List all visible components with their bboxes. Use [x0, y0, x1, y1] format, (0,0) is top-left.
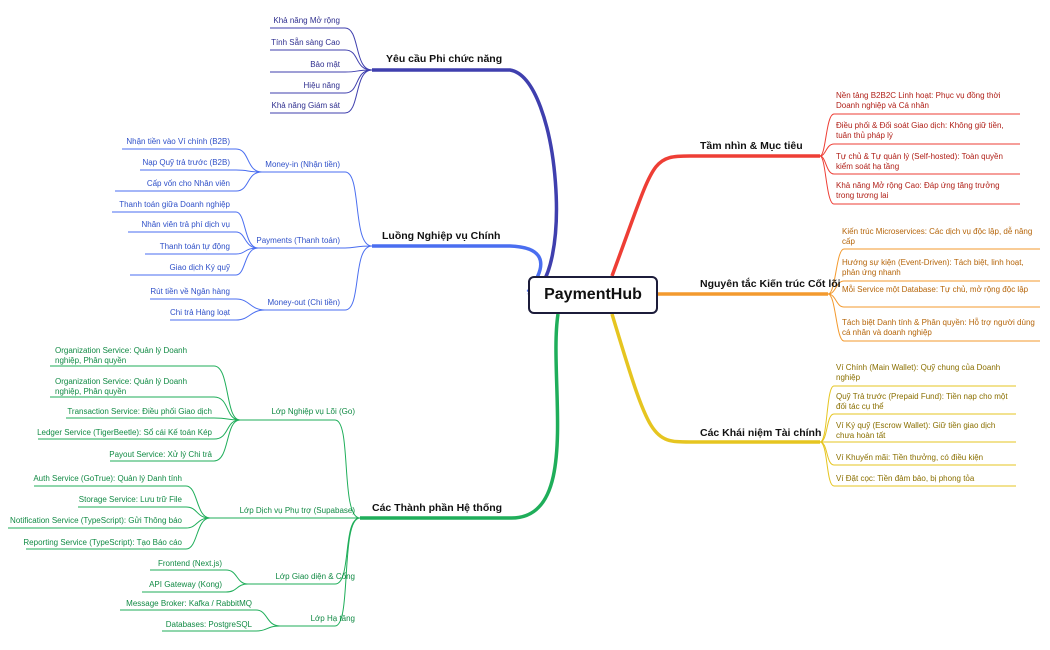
architecture-item[interactable]: Kiến trúc Microservices: Các dịch vụ độc…: [842, 227, 1033, 246]
nonfunctional-item[interactable]: Tính Sẵn sàng Cao: [271, 38, 340, 47]
business-item[interactable]: Nạp Quỹ trả trước (B2B): [142, 158, 230, 167]
business-item[interactable]: Nhận tiền vào Ví chính (B2B): [126, 137, 230, 146]
finance-item[interactable]: Quỹ Trả trước (Prepaid Fund): Tiền nạp c…: [836, 392, 1008, 411]
components-item[interactable]: Frontend (Next.js): [157, 559, 222, 568]
components-item[interactable]: Organization Service: Quản lý Doanh nghi…: [55, 346, 188, 365]
vision-title[interactable]: Tầm nhìn & Mục tiêu: [700, 140, 803, 152]
components-group-infra[interactable]: Lớp Hạ tầng: [310, 614, 355, 623]
root-node[interactable]: PaymentHub: [528, 276, 658, 314]
components-item[interactable]: Payout Service: Xử lý Chi trả: [109, 450, 212, 459]
architecture-title[interactable]: Nguyên tắc Kiến trúc Cốt lõi: [700, 278, 841, 290]
branch-finance: [610, 313, 820, 444]
components-item[interactable]: Ledger Service (TigerBeetle): Sổ cái Kế …: [37, 428, 212, 437]
branch-components: [360, 313, 560, 520]
components-item[interactable]: Message Broker: Kafka / RabbitMQ: [126, 599, 252, 608]
business-item[interactable]: Thanh toán giữa Doanh nghiệp: [119, 200, 230, 209]
components-group-support[interactable]: Lớp Dịch vụ Phụ trợ (Supabase): [239, 506, 355, 515]
business-item[interactable]: Cấp vốn cho Nhân viên: [146, 179, 230, 188]
components-item[interactable]: Organization Service: Quản lý Doanh nghi…: [55, 377, 188, 396]
business-title[interactable]: Luồng Nghiệp vụ Chính: [382, 230, 501, 242]
components-group-core[interactable]: Lớp Nghiệp vụ Lõi (Go): [271, 407, 355, 416]
finance-item[interactable]: Ví Ký quỹ (Escrow Wallet): Giữ tiền giao…: [836, 421, 996, 440]
vision-item[interactable]: Khả năng Mở rộng Cao: Đáp ứng tăng trưởn…: [836, 181, 1000, 200]
business-item[interactable]: Rút tiền về Ngân hàng: [150, 287, 230, 296]
nonfunctional-leaf-lines: [270, 27, 373, 114]
finance-item[interactable]: Ví Chính (Main Wallet): Quỹ chung của Do…: [836, 363, 1001, 382]
finance-item[interactable]: Ví Đặt cọc: Tiền đảm bảo, bị phong tỏa: [836, 474, 975, 483]
business-group-payments[interactable]: Payments (Thanh toán): [256, 236, 340, 245]
components-title[interactable]: Các Thành phần Hệ thống: [372, 502, 503, 514]
finance-leaf-lines: [819, 385, 1016, 487]
business-item[interactable]: Giao dịch Ký quỹ: [169, 263, 230, 272]
architecture-item[interactable]: Mỗi Service một Database: Tự chủ, mở rộn…: [842, 285, 1029, 294]
components-group-lines: [8, 365, 361, 632]
vision-leaf-lines: [819, 113, 1020, 205]
components-item[interactable]: Transaction Service: Điều phối Giao dịch: [67, 407, 212, 416]
components-item[interactable]: API Gateway (Kong): [149, 580, 222, 589]
architecture-item[interactable]: Tách biệt Danh tính & Phân quyền: Hỗ trợ…: [842, 318, 1035, 337]
components-group-gateway[interactable]: Lớp Giao diện & Cổng: [275, 572, 355, 581]
nonfunctional-item[interactable]: Bảo mật: [310, 60, 340, 69]
business-group-lines: [112, 148, 373, 321]
finance-title[interactable]: Các Khái niệm Tài chính: [700, 427, 822, 439]
business-group-money-in[interactable]: Money-in (Nhận tiền): [265, 160, 340, 169]
nonfunctional-title[interactable]: Yêu cầu Phi chức năng: [386, 53, 503, 65]
business-item[interactable]: Nhân viên trả phí dịch vụ: [141, 220, 231, 229]
components-item[interactable]: Reporting Service (TypeScript): Tạo Báo …: [23, 538, 182, 547]
architecture-leaf-lines: [827, 248, 1040, 342]
branch-vision: [610, 154, 820, 277]
vision-item[interactable]: Nền tảng B2B2C Linh hoạt: Phục vụ đồng t…: [836, 91, 1001, 110]
architecture-item[interactable]: Hướng sự kiện (Event-Driven): Tách biệt,…: [842, 258, 1024, 277]
components-item[interactable]: Notification Service (TypeScript): Gửi T…: [10, 516, 182, 525]
business-group-money-out[interactable]: Money-out (Chi tiền): [267, 298, 340, 307]
nonfunctional-item[interactable]: Hiệu năng: [303, 81, 340, 90]
vision-item[interactable]: Tự chủ & Tự quản lý (Self-hosted): Toàn …: [836, 152, 1003, 171]
finance-item[interactable]: Ví Khuyến mãi: Tiền thưởng, có điều kiện: [836, 453, 984, 462]
nonfunctional-item[interactable]: Khả năng Mở rộng: [273, 16, 340, 25]
components-item[interactable]: Databases: PostgreSQL: [165, 620, 252, 629]
vision-item[interactable]: Điều phối & Đối soát Giao dịch: Không gi…: [836, 121, 1004, 140]
business-item[interactable]: Chi trả Hàng loạt: [169, 308, 230, 317]
branch-business: [372, 244, 543, 294]
components-item[interactable]: Auth Service (GoTrue): Quản lý Danh tính: [33, 474, 182, 483]
nonfunctional-item[interactable]: Khả năng Giám sát: [271, 101, 340, 110]
components-item[interactable]: Storage Service: Lưu trữ File: [78, 495, 182, 504]
branch-nonfunctional: [372, 68, 559, 297]
business-item[interactable]: Thanh toán tự động: [159, 242, 230, 251]
